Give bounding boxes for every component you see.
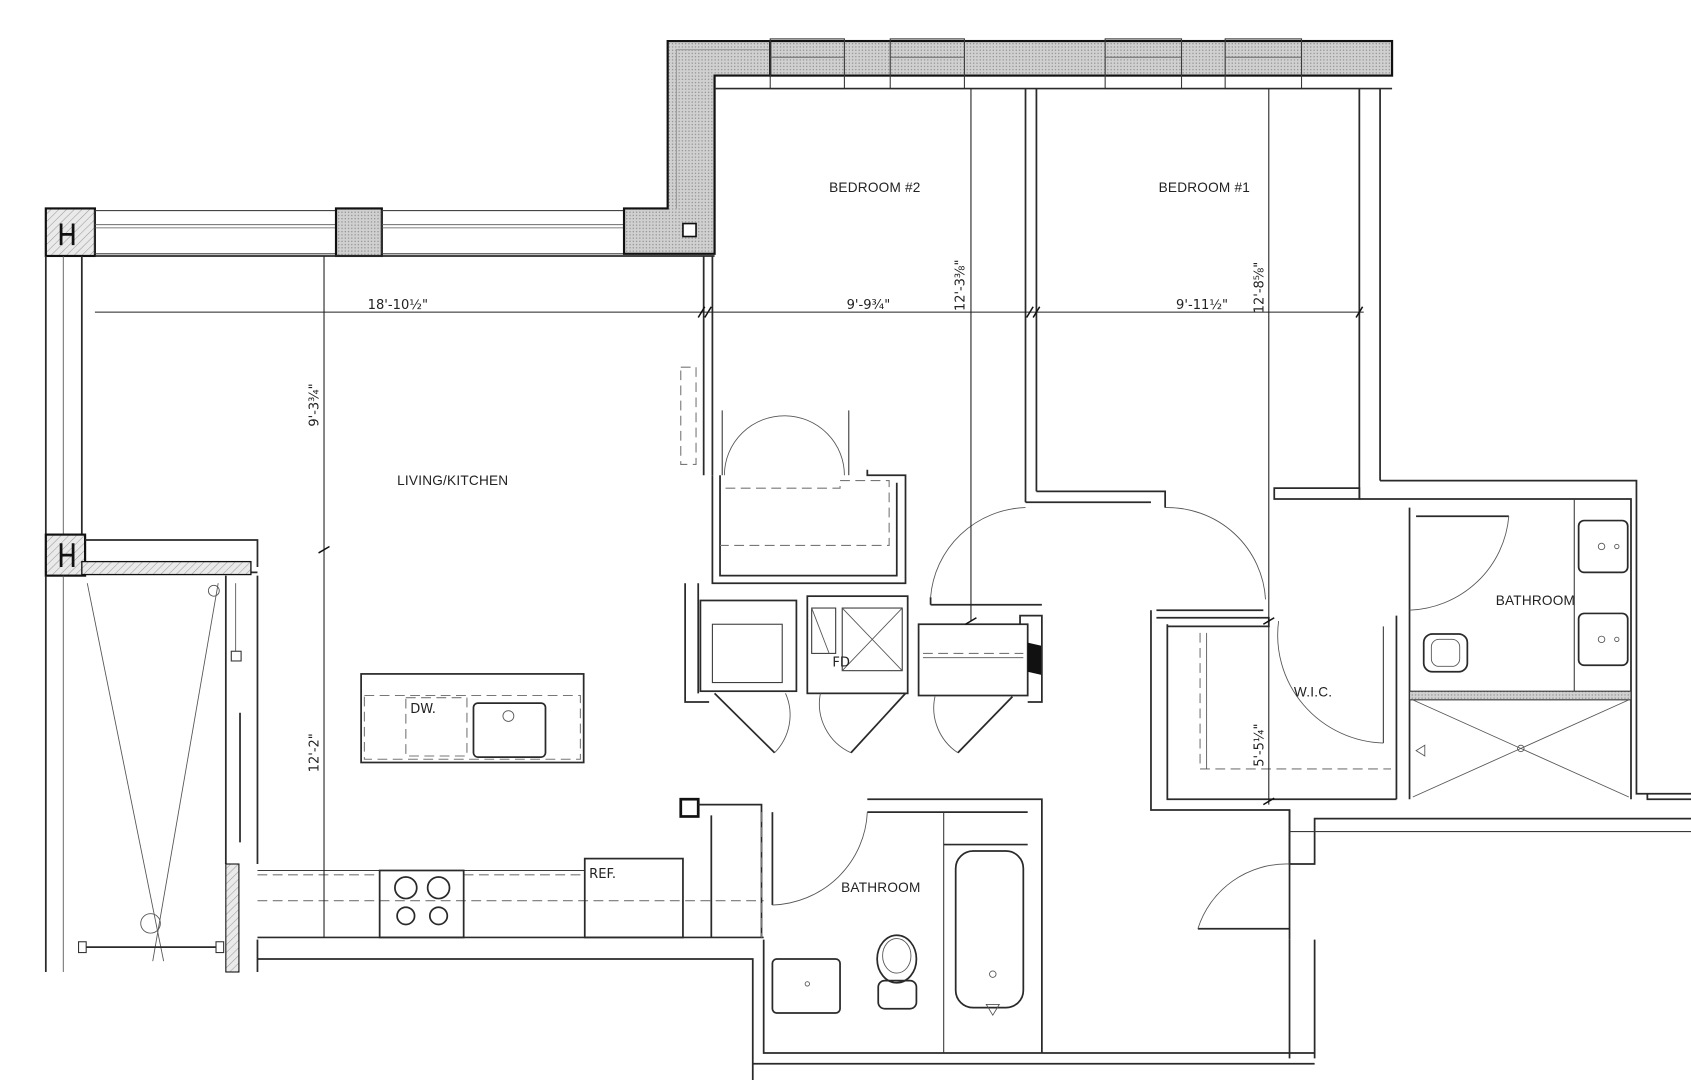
dimension-lines <box>94 88 1364 938</box>
room-label-wic: W.I.C. <box>1294 685 1332 700</box>
dim-bedroom2-depth: 12'-3⅜" <box>953 260 968 311</box>
partition-living-bedroom2 <box>680 255 714 476</box>
dim-bedroom1-width: 9'-11½" <box>1176 298 1228 313</box>
refrigerator-label: REF. <box>589 867 616 882</box>
room-label-main-bathroom: BATHROOM <box>841 880 920 895</box>
entry-corridor <box>752 810 1691 1065</box>
room-label-ensuite-bathroom: BATHROOM <box>1496 593 1575 608</box>
exterior-wall-west <box>44 255 259 577</box>
hall-closets: FD <box>684 583 1043 754</box>
kitchen-counter <box>256 869 764 1080</box>
main-bathroom <box>679 797 1043 1054</box>
dim-living-width: 18'-10½" <box>368 298 428 313</box>
room-label-bedroom1: BEDROOM #1 <box>1159 180 1250 195</box>
room-label-bedroom2: BEDROOM #2 <box>829 180 920 195</box>
exterior-wall-north-living <box>44 39 772 258</box>
dishwasher-label: DW. <box>410 702 436 717</box>
partition-bedrooms <box>929 88 1266 606</box>
cooktop <box>378 869 465 939</box>
dim-living-depth-upper: 9'-3¾" <box>308 383 323 426</box>
floor-drain-label: FD <box>832 655 850 670</box>
balcony <box>44 575 259 973</box>
walk-in-closet <box>1150 609 1398 940</box>
kitchen-island: DW. <box>360 673 585 764</box>
dim-wic-depth: 5'-5¼" <box>1252 724 1267 767</box>
ensuite-bathroom <box>1408 498 1632 800</box>
dim-bedroom1-depth: 12'-8⅝" <box>1252 262 1267 313</box>
bedroom2-closet <box>711 410 907 585</box>
dim-living-depth-lower: 12'-2" <box>308 733 323 772</box>
dim-bedroom2-width: 9'-9¾" <box>847 298 891 313</box>
refrigerator: REF. <box>583 857 684 939</box>
room-label-living-kitchen: LIVING/KITCHEN <box>397 473 508 488</box>
exterior-wall-north-bedrooms <box>714 38 1394 90</box>
